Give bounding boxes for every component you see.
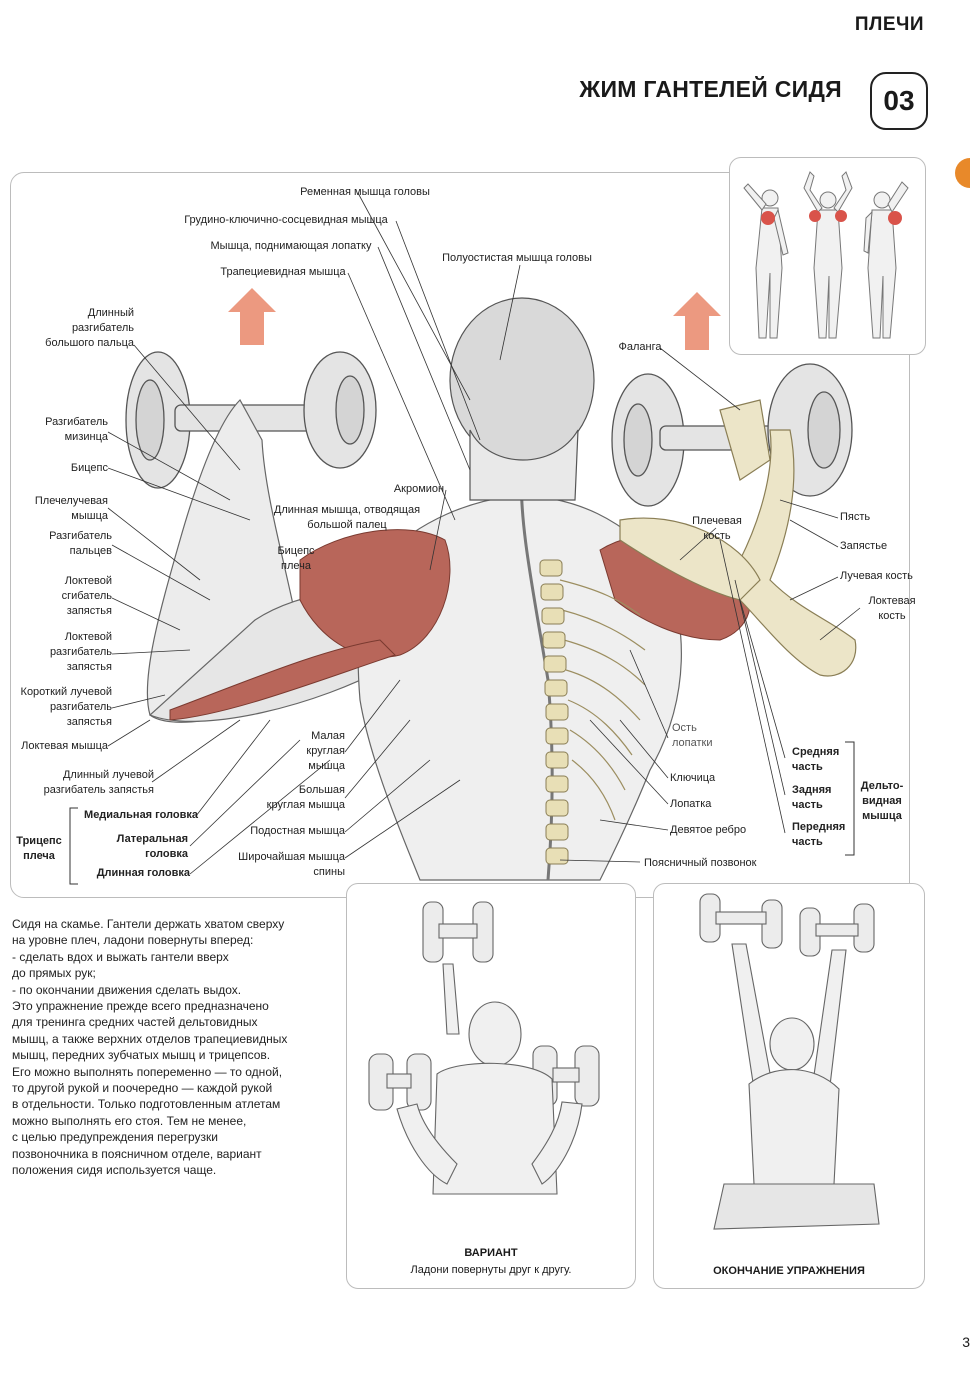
variant-panel: ВАРИАНТ Ладони повернуты друг к другу. (346, 883, 636, 1289)
figure-left-icon (743, 183, 789, 339)
label-zadnyaya: Задняя часть (792, 784, 832, 811)
label-srednyaya: Средняя часть (792, 746, 840, 773)
label-grudino: Грудино-ключично-сосцевидная мышца (184, 214, 388, 226)
label-bolshaya-kruglaya: Большая круглая мышца (266, 784, 345, 811)
label-loktevaya-myshca: Локтевая мышца (21, 740, 108, 752)
label-biceps: Бицепс (70, 462, 108, 474)
description-line: для тренинга средних частей дельтовидных (12, 1015, 258, 1030)
label-poyasnichny: Поясничный позвонок (644, 857, 757, 869)
label-klyuchica: Ключица (670, 772, 716, 784)
exercise-number-badge: 03 (870, 72, 928, 130)
label-loktevoy-sgibatel: Локтевой сгибатель запястья (61, 575, 112, 617)
label-devyatoe-rebro: Девятое ребро (670, 824, 747, 836)
description-line: мышц, а также верхних отделов трапециеви… (12, 1031, 288, 1046)
label-plechevaya-kost: Плечевая кость (692, 515, 742, 542)
label-razgibatel-palcev: Разгибатель пальцев (49, 530, 112, 557)
label-razgibatel-mizinca: Разгибатель мизинца (45, 416, 108, 443)
label-medialnaya: Медиальная головка (84, 809, 198, 821)
chapter-tab-marker (955, 158, 970, 188)
page-number: 3 (962, 1334, 970, 1350)
description-line: Это упражнение прежде всего предназначен… (12, 999, 269, 1014)
deltoid-bracket (845, 741, 855, 856)
label-ost-lopatki: Ость лопатки (672, 722, 713, 749)
dumbbell-icon (699, 893, 875, 957)
description-line: Сидя на скамье. Гантели держать хватом с… (12, 917, 285, 931)
description-line: Его можно выполнять попеременно — то одн… (12, 1064, 283, 1079)
right-arm-skeleton (619, 399, 857, 677)
label-lateralnaya: Латеральная головка (116, 833, 188, 860)
variant-title: ВАРИАНТ (464, 1247, 518, 1259)
label-podnimayushchaya: Мышца, поднимающая лопатку (210, 240, 372, 252)
label-shirochayshaya: Широчайшая мышца спины (238, 851, 345, 878)
leader-lines (107, 192, 861, 875)
up-arrow-right-icon (673, 292, 721, 350)
label-plecheluchevaya: Плечелучевая мышца (34, 495, 108, 522)
end-position-illustration (699, 893, 880, 1230)
description-line: позвоночника в поясничном отделе, вариан… (12, 1146, 262, 1161)
muscle-thumbnail-panel (729, 157, 926, 355)
description-line: с целью предупреждения перегрузки (12, 1130, 218, 1145)
label-loktevaya-kost: Локтевая кость (868, 595, 916, 622)
exercise-title: ЖИМ ГАНТЕЛЕЙ СИДЯ (579, 76, 842, 102)
label-loktevoy-razgibatel: Локтевой разгибатель запястья (49, 631, 112, 673)
description-line: положения сидя используется чаще. (12, 1163, 217, 1178)
deltoid-left-muscle (169, 529, 451, 721)
label-biceps-plecha: Бицепс плеча (277, 545, 315, 572)
label-trapecievidnaya: Трапециевидная мышца (220, 266, 346, 278)
label-falanga: Фаланга (618, 341, 662, 353)
label-deltovidnaya: Дельто- видная мышца (860, 780, 904, 822)
three-figures-illustration (743, 171, 909, 339)
label-pyast: Пясть (840, 511, 871, 523)
label-dlinny-razgibatel: Длинный разгибатель большого пальца (45, 307, 134, 349)
anatomy-illustration (69, 192, 861, 885)
label-akromion: Акромион (393, 483, 445, 495)
end-position-title: ОКОНЧАНИЕ УПРАЖНЕНИЯ (713, 1265, 865, 1277)
label-podostnaya: Подостная мышца (250, 825, 345, 837)
description-line: в отдельности. Только подготовленным атл… (12, 1097, 281, 1112)
label-luchevaya-kost: Лучевая кость (840, 570, 913, 582)
variant-subtitle: Ладони повернуты друг к другу. (410, 1264, 572, 1276)
description-line: - сделать вдох и выжать гантели вверх (12, 949, 229, 964)
description-line: до прямых рук; (12, 966, 96, 981)
exercise-description: Сидя на скамье. Гантели держать хватом с… (12, 916, 332, 1179)
label-korotkiy-luchevoy: Короткий лучевой разгибатель запястья (20, 686, 112, 728)
variant-illustration (368, 901, 600, 1195)
end-position-panel: ОКОНЧАНИЕ УПРАЖНЕНИЯ (653, 883, 925, 1289)
figure-center-icon (803, 171, 853, 339)
label-poluostistaya: Полуостистая мышца головы (442, 252, 592, 264)
athlete-back-figure (713, 943, 880, 1230)
description-line: можно выполнять его стоя. Тем не менее, (12, 1113, 247, 1128)
description-line: то другой рукой и поочередно — каждой ру… (12, 1081, 273, 1096)
label-otvodyashchaya: Длинная мышца, отводящая большой палец (273, 504, 421, 531)
label-malaya-kruglaya: Малая круглая мышца (306, 730, 345, 772)
label-dlinnaya-golovka: Длинная головка (96, 867, 190, 879)
description-line: мышц, передних зубчатых мышц и трицепсов… (12, 1048, 271, 1063)
label-triceps: Трицепс плеча (16, 835, 62, 862)
athlete-figure (396, 963, 583, 1195)
figure-right-icon (863, 181, 909, 339)
label-dlinny-luchevoy: Длинный лучевой разгибатель запястья (43, 769, 154, 796)
triceps-bracket (69, 807, 78, 885)
label-zapyastye: Запястье (840, 540, 888, 552)
section-label: ПЛЕЧИ (854, 14, 924, 35)
description-line: на уровне плеч, ладони повернуты вперед: (12, 933, 254, 948)
label-lopatka: Лопатка (670, 798, 712, 810)
label-remennaya: Ременная мышца головы (300, 186, 430, 198)
description-line: - по окончании движения сделать выдох. (12, 982, 242, 997)
up-arrow-left-icon (228, 288, 276, 345)
label-perednyaya: Передняя часть (792, 821, 846, 848)
rib-cage-figure (559, 579, 646, 821)
head-figure (449, 297, 595, 501)
